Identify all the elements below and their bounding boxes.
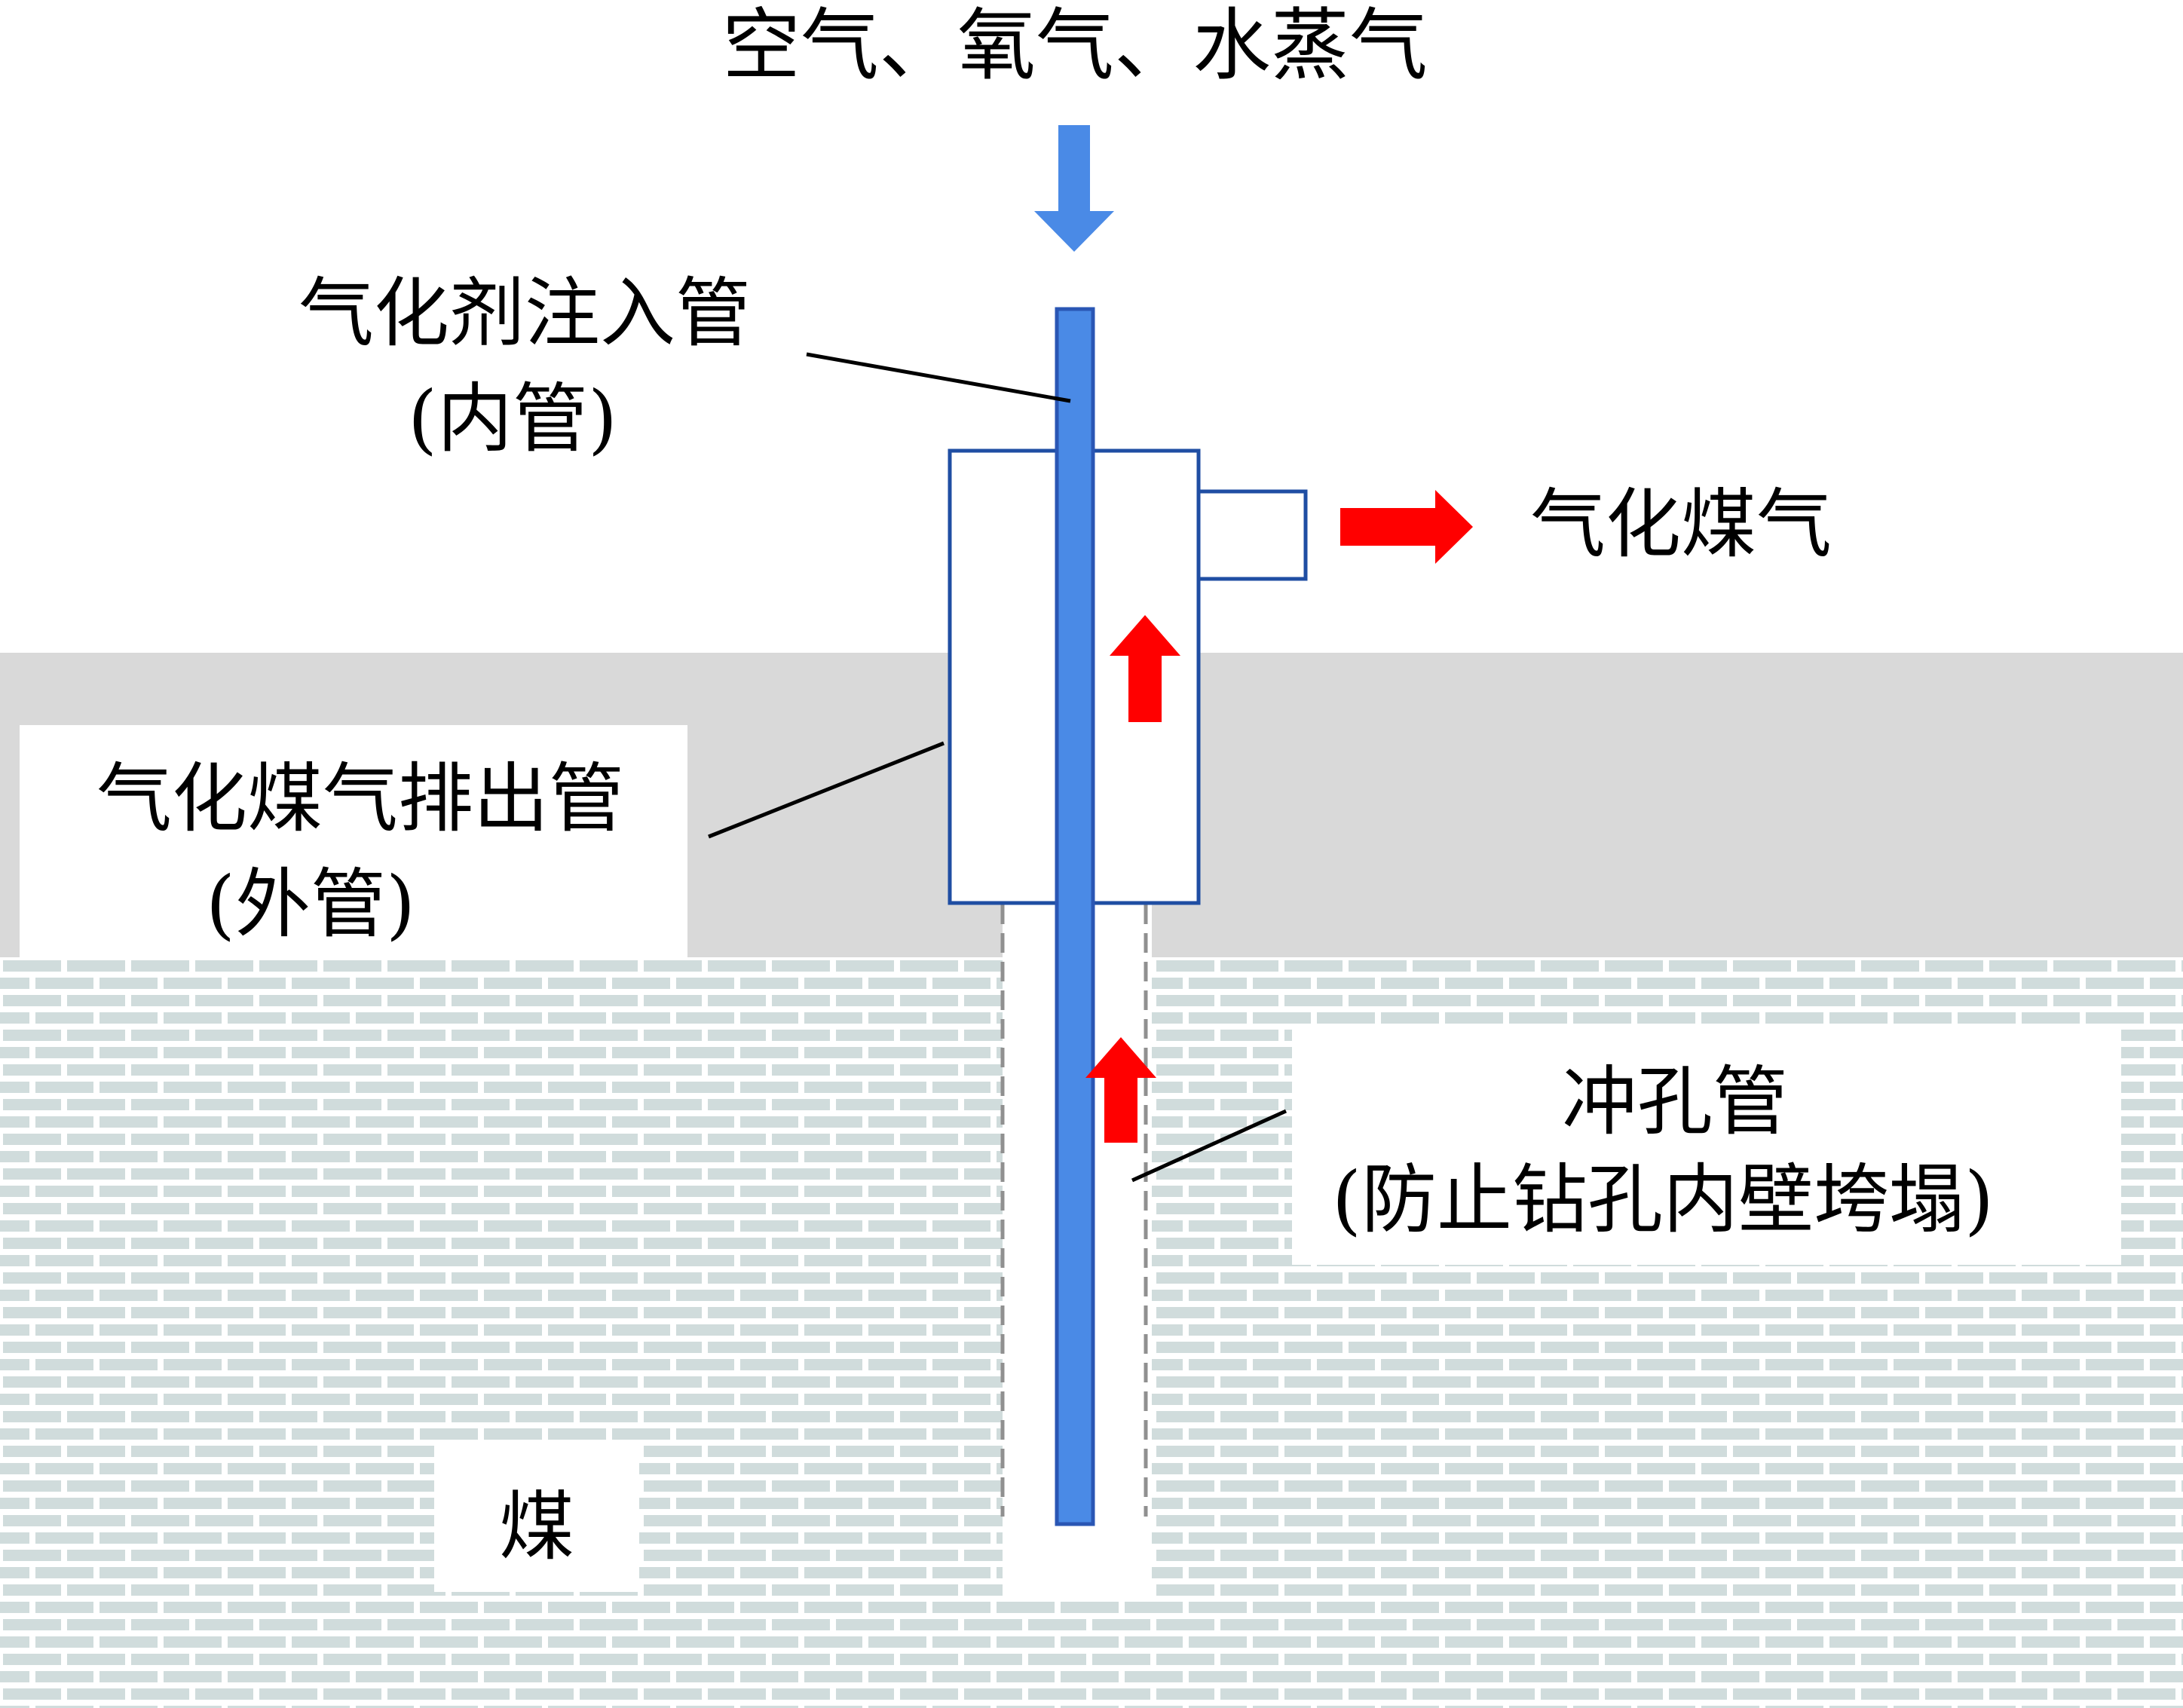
outer-pipe-leader-line (708, 741, 945, 839)
outer-pipe-outlet (1196, 489, 1308, 581)
coal-label-box (434, 1446, 639, 1592)
flush-pipe-label-line2: (防止钻孔内壁垮塌) (1332, 1156, 1994, 1244)
inner-pipe (1055, 307, 1095, 1526)
inner-pipe-leader-line (806, 352, 1071, 403)
syngas-output-label: 气化煤气 (1530, 480, 1832, 568)
outer-pipe-label-line1: 气化煤气排出管 (96, 755, 624, 843)
gasification-agents-label: 空气、氧气、水蒸气 (722, 0, 1428, 91)
up-arrow-icon (1085, 1037, 1156, 1143)
flush-pipe-label-box (1292, 1028, 2121, 1265)
down-arrow-icon (1034, 125, 1114, 252)
right-arrow-icon (1340, 490, 1473, 564)
outer-pipe-label-line2: (外管) (206, 860, 415, 948)
flush-pipe-leader-line (1131, 1109, 1287, 1183)
flush-pipe-label-line1: 冲孔管 (1562, 1058, 1788, 1146)
inner-pipe-label-line2: (内管) (408, 375, 617, 463)
outer-pipe-label-box (20, 725, 687, 957)
up-arrow-icon (1110, 615, 1180, 722)
inner-pipe-label-line1: 气化剂注入管 (299, 269, 751, 357)
coal-label: 煤 (499, 1483, 574, 1571)
